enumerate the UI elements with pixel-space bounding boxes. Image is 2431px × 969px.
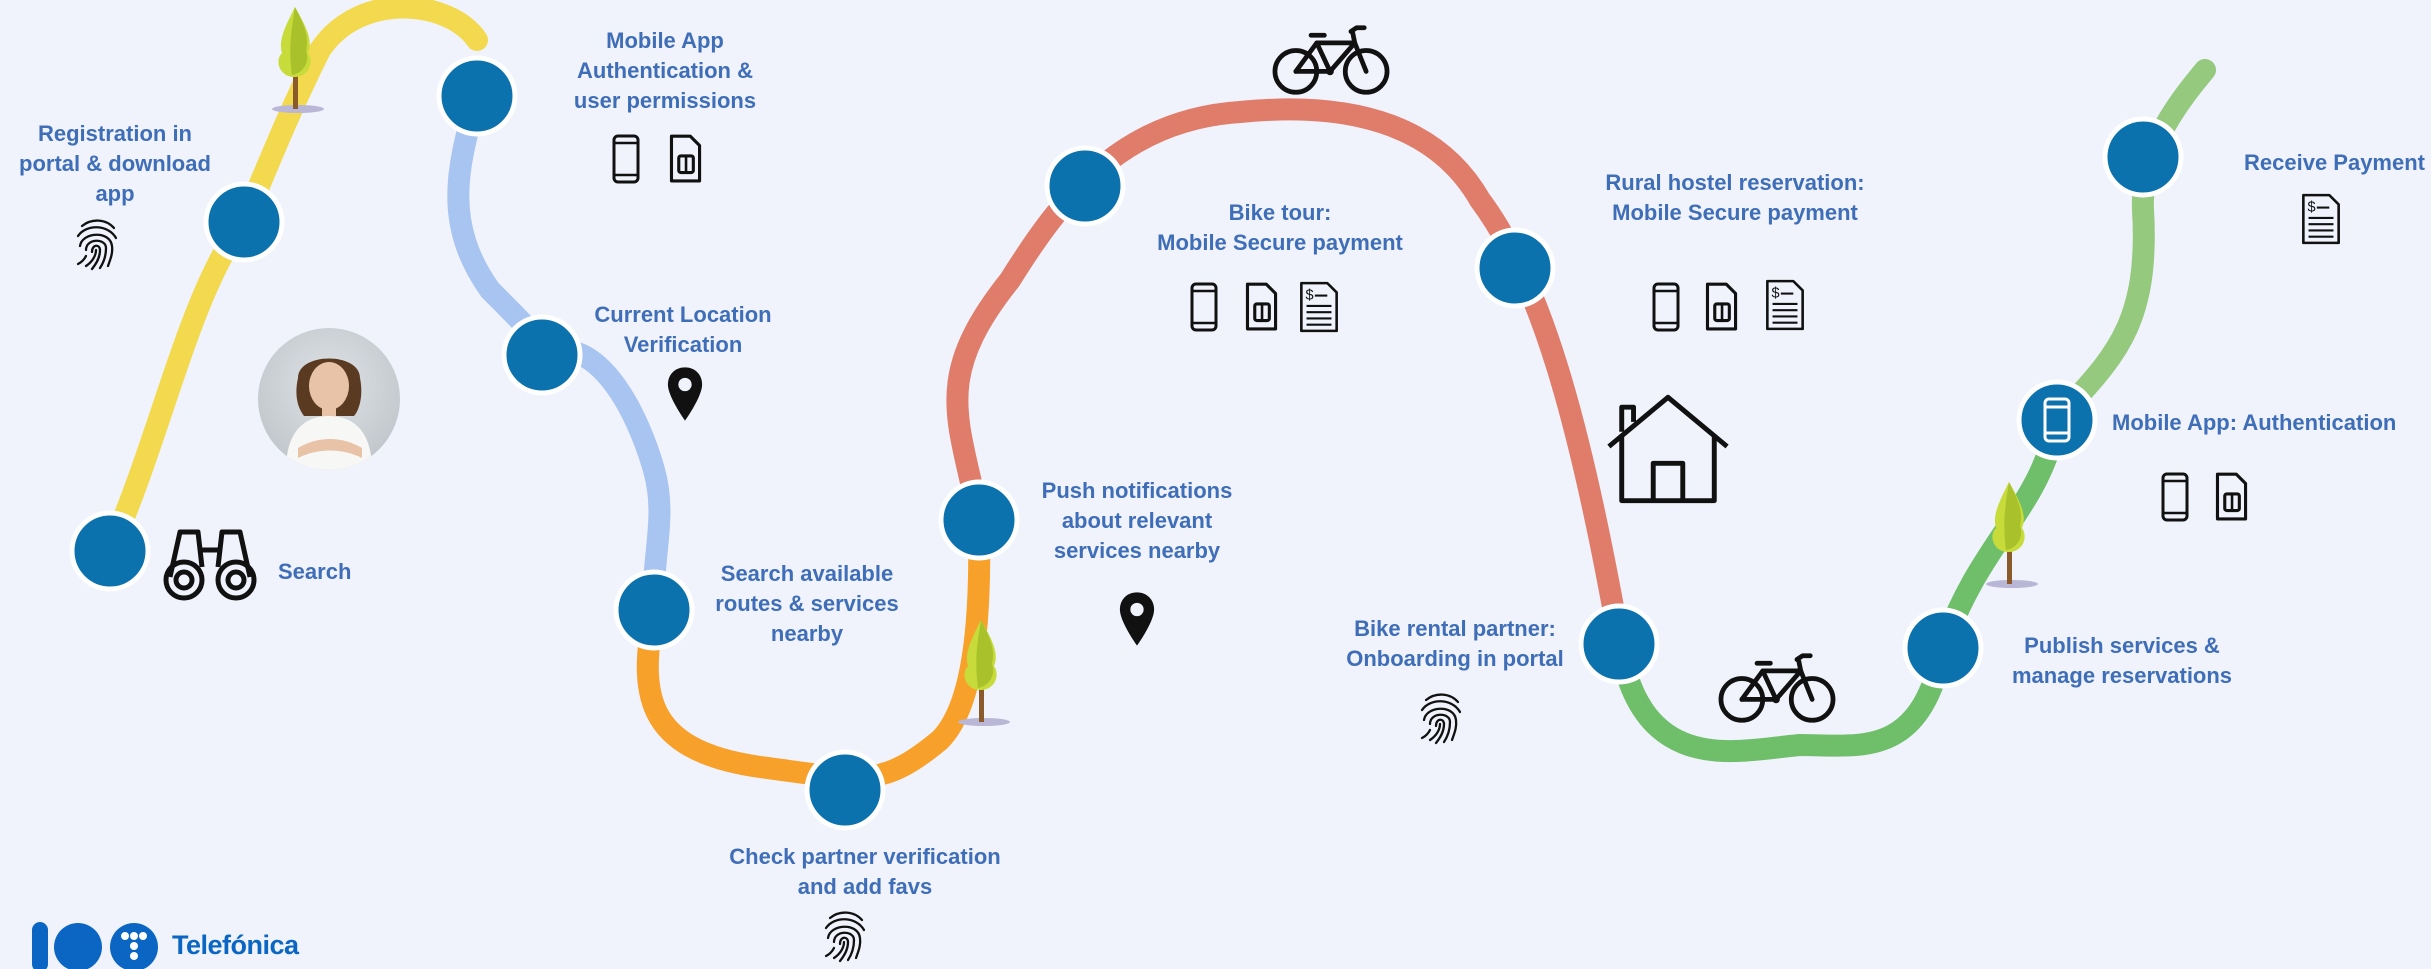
avatar (258, 328, 400, 470)
step-node-registration (203, 181, 285, 263)
label-receive-payment: Receive Payment (2244, 150, 2425, 175)
step-node-publish (1902, 607, 1984, 689)
invoice-icon (1766, 279, 1804, 331)
bicycle-icon (1721, 656, 1833, 721)
label-registration: Registration in portal & download app (19, 121, 211, 206)
location-pin-icon (667, 367, 703, 421)
sim-card-icon (1705, 282, 1738, 331)
phone-icon (2161, 472, 2189, 522)
bicycle-icon (1275, 28, 1387, 93)
fingerprint-icon (76, 219, 118, 271)
label-check-partner: Check partner verification and add favs (729, 844, 1001, 899)
path-segment-light-green (2046, 59, 2216, 431)
step-node-bike-tour (1044, 145, 1126, 227)
label-search: Search (278, 559, 352, 584)
path-segment-red (946, 98, 1630, 651)
step-node-search (69, 510, 151, 592)
label-mobile-app-auth: Mobile App: Authentication (2112, 410, 2397, 435)
location-pin-icon (1119, 592, 1155, 646)
label-search-routes: Search available routes & services nearb… (715, 561, 899, 646)
label-mobile-auth: Mobile App Authentication & user permiss… (573, 28, 757, 113)
binoculars-icon (166, 532, 254, 598)
fingerprint-icon (824, 911, 866, 963)
step-node-check-partner (804, 749, 886, 831)
step-node-mobile-app-auth (2016, 379, 2098, 461)
label-push: Push notifications about relevant servic… (1041, 478, 1233, 563)
step-node-location (501, 314, 583, 396)
invoice-icon (1300, 281, 1338, 333)
step-node-search-routes (613, 569, 695, 651)
step-node-rural-hostel (1474, 227, 1556, 309)
sim-card-icon (1245, 282, 1278, 331)
label-bike-rental: Bike rental partner: Onboarding in porta… (1346, 616, 1564, 671)
label-location: Current Location Verification (594, 302, 772, 357)
path-segment-yellow (99, 0, 488, 561)
sim-card-icon (669, 134, 702, 183)
phone-icon (1652, 282, 1680, 332)
person-illustration (286, 358, 372, 470)
house-icon (1609, 397, 1727, 500)
phone-icon (2043, 397, 2071, 443)
step-node-mobile-auth (436, 55, 518, 137)
step-node-receive-payment (2102, 116, 2184, 198)
label-publish: Publish services & manage reservations (2011, 633, 2233, 688)
telefonica-logo-mark (32, 922, 158, 969)
step-node-bike-rental (1578, 603, 1660, 685)
sim-card-icon (2215, 472, 2248, 521)
fingerprint-icon (1420, 693, 1462, 745)
phone-icon (1190, 282, 1218, 332)
phone-icon (612, 134, 640, 184)
invoice-icon (2302, 193, 2340, 245)
label-rural-hostel: Rural hostel reservation: Mobile Secure … (1605, 170, 1865, 225)
brand-name: Telefónica (172, 930, 299, 960)
step-node-push (938, 479, 1020, 561)
label-bike-tour: Bike tour: Mobile Secure payment (1157, 200, 1403, 255)
